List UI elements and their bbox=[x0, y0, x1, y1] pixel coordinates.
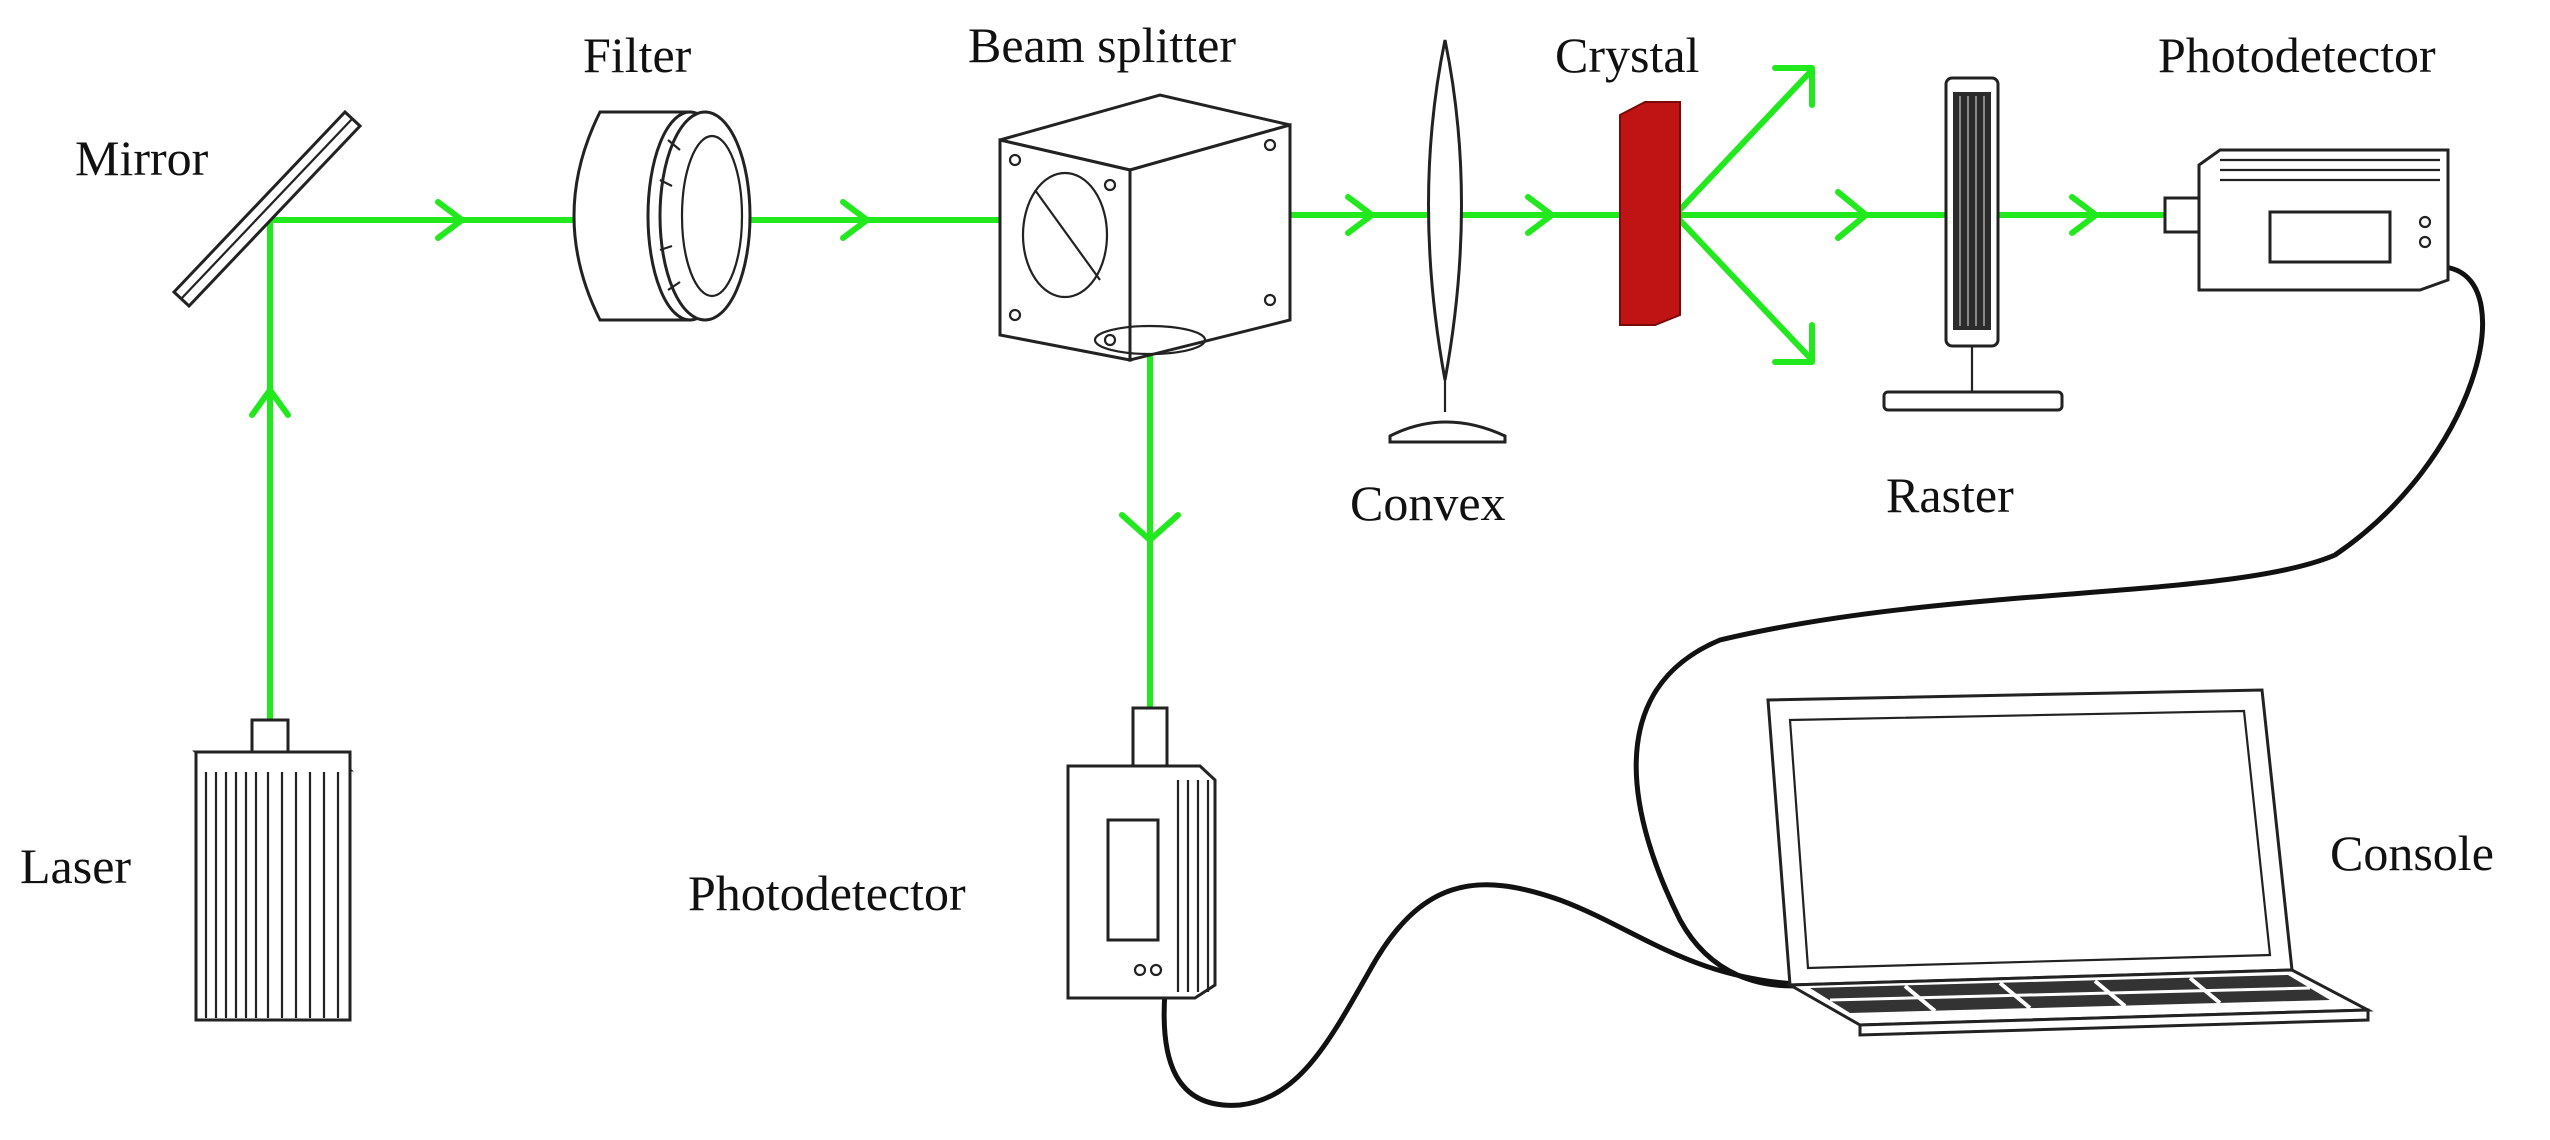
splitter-side-face bbox=[1128, 123, 1292, 362]
photodetector-top-display bbox=[2268, 210, 2392, 264]
laser-body bbox=[194, 750, 352, 1022]
beam-splitter-device bbox=[998, 93, 1292, 362]
photodetector-bottom-button bbox=[1133, 963, 1147, 977]
beam-arrowhead bbox=[840, 199, 870, 241]
label-photodetector-bottom: Photodetector bbox=[688, 865, 966, 921]
beam-arrowhead bbox=[1835, 189, 1869, 241]
splitter-screw bbox=[1263, 138, 1277, 152]
raster-base bbox=[1882, 390, 2064, 412]
laser-aperture bbox=[250, 718, 290, 754]
beam-arrowhead bbox=[1772, 65, 1815, 108]
label-convex: Convex bbox=[1350, 475, 1506, 531]
crystal-device bbox=[1619, 101, 1681, 326]
label-photodetector-top: Photodetector bbox=[2158, 27, 2436, 83]
laptop-base-edge bbox=[1858, 1008, 2370, 1037]
beam-arrowhead bbox=[1119, 512, 1181, 543]
beam-arrowhead bbox=[435, 199, 465, 241]
console-laptop-device bbox=[1766, 688, 2374, 1037]
label-filter: Filter bbox=[583, 27, 692, 83]
raster-grating bbox=[1953, 92, 1991, 330]
label-beam-splitter: Beam splitter bbox=[968, 17, 1236, 73]
laser-fins bbox=[204, 772, 340, 1018]
photodetector-bottom-button bbox=[1149, 963, 1163, 977]
beam-diffracted-down bbox=[1672, 212, 1815, 363]
laptop-screen-display bbox=[1788, 709, 2272, 970]
mirror-device bbox=[171, 109, 363, 309]
label-crystal: Crystal bbox=[1555, 27, 1699, 83]
photodetector-top-aperture bbox=[2163, 196, 2201, 234]
splitter-screw bbox=[1263, 293, 1277, 307]
beam-arrowhead bbox=[1345, 194, 1375, 236]
splitter-screw bbox=[1008, 308, 1022, 322]
filter-ridge bbox=[667, 139, 681, 151]
filter-device bbox=[572, 110, 752, 322]
beam-arrowhead bbox=[249, 387, 291, 418]
splitter-bottom-port bbox=[1093, 324, 1207, 356]
laser-device bbox=[192, 718, 354, 1022]
laptop-screen-frame bbox=[1766, 688, 2294, 987]
convex-lens-base bbox=[1388, 420, 1507, 444]
splitter-screw bbox=[1008, 153, 1022, 167]
raster-device bbox=[1882, 76, 2064, 412]
beam-arrowhead bbox=[1525, 194, 1555, 236]
laptop-key-gap bbox=[1829, 986, 2311, 1002]
beam-arrowhead bbox=[2069, 194, 2099, 236]
label-console: Console bbox=[2330, 825, 2494, 881]
filter-ridge bbox=[659, 244, 673, 252]
splitter-screw bbox=[1103, 333, 1117, 347]
filter-aperture bbox=[680, 134, 744, 298]
splitter-port bbox=[1021, 171, 1109, 299]
photodetector-bottom-display bbox=[1106, 818, 1160, 942]
beam-diffracted-up bbox=[1672, 67, 1815, 218]
filter-ridge bbox=[659, 179, 673, 187]
convex-lens-glass bbox=[1427, 39, 1463, 381]
convex-lens-device bbox=[1388, 39, 1507, 444]
cable-top-photodetector-to-console bbox=[1633, 265, 2485, 989]
cable-bottom-photodetector-to-console bbox=[1161, 882, 1813, 1108]
photodetector-bottom-device bbox=[1066, 706, 1217, 1000]
filter-ring-front bbox=[658, 110, 752, 322]
splitter-prism-diagonal bbox=[1034, 189, 1101, 281]
filter-ridge bbox=[667, 281, 681, 291]
crystal-block bbox=[1619, 101, 1681, 326]
mirror-edge bbox=[180, 118, 353, 300]
label-mirror: Mirror bbox=[75, 130, 209, 186]
photodetector-bottom-aperture bbox=[1131, 706, 1169, 768]
photodetector-top-button bbox=[2418, 215, 2432, 229]
label-laser: Laser bbox=[20, 838, 131, 894]
laser-beam-paths bbox=[249, 65, 2168, 723]
photodetector-top-device bbox=[2163, 148, 2450, 292]
beam-arrowhead bbox=[1772, 322, 1815, 365]
label-raster: Raster bbox=[1886, 467, 2014, 523]
splitter-screw bbox=[1103, 178, 1117, 192]
photodetector-top-button bbox=[2418, 235, 2432, 249]
